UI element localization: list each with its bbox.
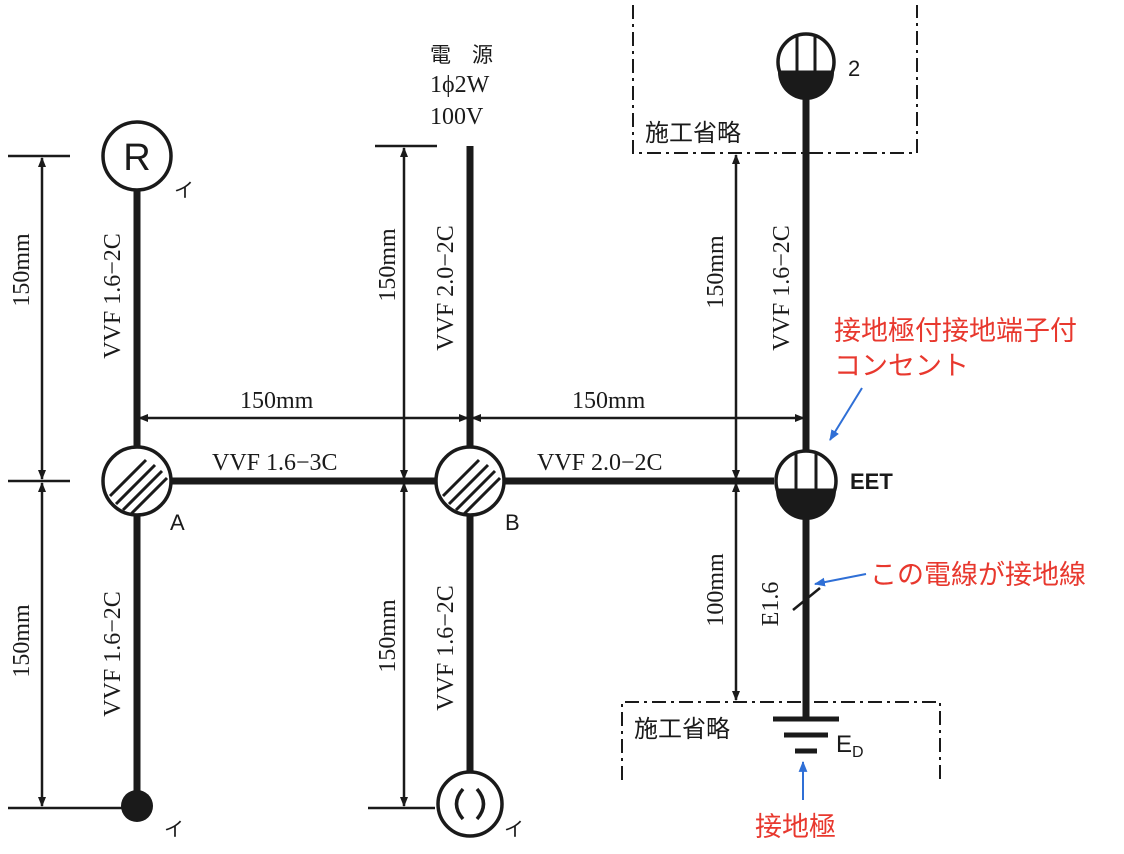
switch-label-a-bottom: イ [164,817,184,841]
annotation-outlet-line2: コンセント [834,351,969,382]
arrow-to-ground-wire [813,573,867,587]
omitted-label-bottom: 施工省略 [634,715,730,743]
junction-box-b [434,445,506,517]
ground-wire-tick [792,587,821,611]
dim-label-b-bottom: 150mm [375,599,401,673]
power-source-line2: 1ϕ2W [430,72,490,98]
switch-label-r: イ [174,178,194,202]
dim-label-left-bottom: 150mm [9,604,35,678]
omitted-label-top: 施工省略 [645,119,741,147]
annotation-ground-wire: この電線が接地線 [870,560,1086,591]
omitted-box-top [632,5,918,154]
power-source-line1: 電 源 [430,43,493,67]
ground-label-sub: D [852,744,864,761]
cable-label-eet-top: VVF 1.6−2C [769,225,795,351]
annotation-ground-electrode: 接地極 [755,812,836,843]
cable-label-ab: VVF 1.6−3C [212,450,338,476]
switch-label-b-bottom: イ [504,817,524,841]
junction-box-b-label: B [505,510,520,535]
ground-label-main: E [836,731,852,758]
junction-box-a-label: A [170,510,185,535]
dim-label-h-ab: 150mm [240,388,314,414]
omitted-box-bottom [621,701,941,780]
arrow-to-eet [829,387,863,441]
power-source-line3: 100V [430,104,484,130]
cable-label-a-bottom: VVF 1.6−2C [100,591,126,717]
dimension-lines [8,144,805,810]
b-bottom-device [436,770,504,838]
cable-label-eet-bottom: E1.6 [758,582,784,627]
cable-label-b-bottom: VVF 1.6−2C [433,585,459,711]
outlet-2 [776,32,836,100]
ground-symbol [773,716,839,754]
ceiling-light: R [101,120,173,192]
eet-label: EET [850,469,893,494]
cable-lines [133,90,810,800]
dim-label-eet-top: 150mm [703,235,729,309]
dim-label-left-top: 150mm [9,233,35,307]
outlet-2-number: 2 [848,56,860,81]
cable-label-b-eet: VVF 2.0−2C [537,450,663,476]
cable-label-b-top: VVF 2.0−2C [433,225,459,351]
switch-a-bottom [121,790,153,822]
dim-label-b-top: 150mm [375,228,401,302]
ground-label: ED [836,731,864,761]
junction-box-a [101,445,173,517]
ceiling-light-symbol: R [123,137,150,179]
cable-label-a-top: VVF 1.6−2C [100,233,126,359]
eet-outlet [774,449,838,520]
dim-label-eet-bottom: 100mm [703,553,729,627]
annotation-outlet-line1: 接地極付接地端子付 [834,316,1077,347]
dim-label-h-beet: 150mm [572,388,646,414]
